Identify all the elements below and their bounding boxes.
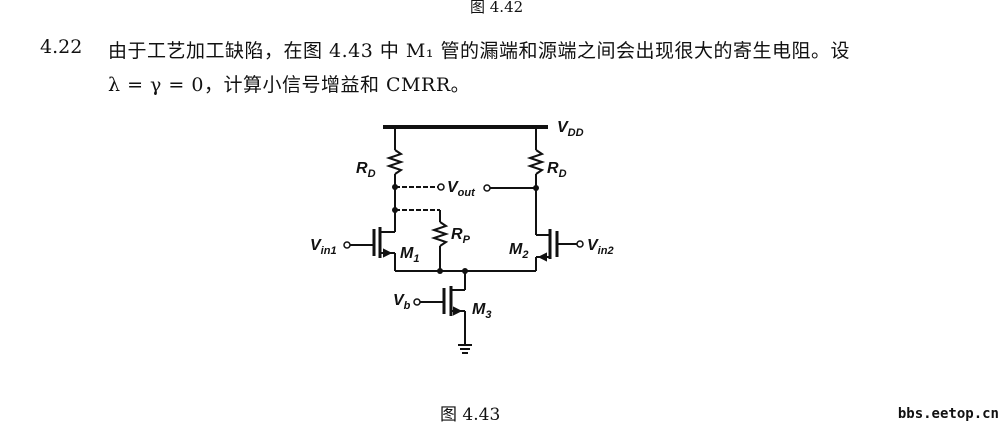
m2-label: M2 [509,241,528,261]
vdd-label: VDD [557,119,584,139]
vin2-label: Vin2 [587,237,614,257]
problem-text-line1: 由于工艺加工缺陷，在图 4.43 中 M₁ 管的漏端和源端之间会出现很大的寄生电… [108,40,851,62]
watermark: bbs.eetop.cn [897,406,999,422]
vin1-terminal [343,241,351,249]
previous-figure-caption: 图 4.42 [470,0,524,16]
rd-right-label: RD [547,160,567,180]
rp-label: RP [451,226,471,246]
vb-label: Vb [393,292,411,312]
vout-terminal-right [483,184,491,192]
m1-label: M1 [400,245,419,265]
m3-label: M3 [472,301,491,321]
vout-terminal-left [437,183,445,191]
rd-left-label: RD [356,160,376,180]
rp-resistor [430,221,450,247]
problem-text-line2: λ = γ = 0，计算小信号增益和 CMRR。 [108,74,471,96]
figure-caption: 图 4.43 [440,405,501,425]
vout-label: Vout [447,179,476,199]
vin1-label: Vin1 [310,237,337,257]
rd-left-resistor [385,149,405,175]
rd-right-resistor [526,149,546,175]
vin2-terminal [576,240,584,248]
vb-terminal [413,298,421,306]
problem-number: 4.22 [40,36,83,58]
